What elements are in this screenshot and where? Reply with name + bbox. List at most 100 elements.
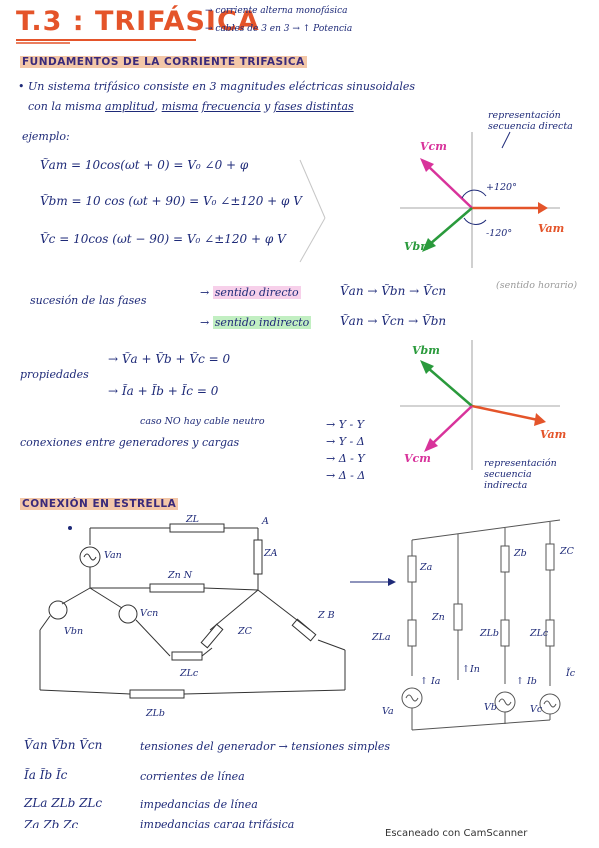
label-vam: Vam <box>538 222 565 235</box>
highlight-sentido-indirecto: sentido indirecto <box>212 316 312 329</box>
source-vbn <box>48 600 68 620</box>
connection-type: → Y - Δ <box>326 435 365 448</box>
rc-label-in: ↑In <box>462 664 480 675</box>
rc-label-zb: Zb <box>514 548 527 559</box>
def-text-2: corrientes de línea <box>140 770 245 783</box>
rc-label-ia: ↑ Ia <box>420 676 441 687</box>
wire-load-b <box>257 589 311 631</box>
label-vcm-2: Vcm <box>404 452 431 465</box>
sequence-indirecto: Ṽan → Ṽcn → Ṽbn <box>340 314 447 328</box>
source-vcn <box>118 604 138 624</box>
phasor-bm-line-2 <box>427 367 473 407</box>
resistor-zb <box>291 618 317 642</box>
phasor-am-line-2 <box>471 404 539 422</box>
equation-vc: Ṽc = 10cos (ωt − 90) = V₀ ∠±120 + φ V <box>40 232 286 246</box>
equation-sum-v-text: Ṽa + Ṽb + Ṽc = 0 <box>121 352 231 366</box>
label-propiedades: propiedades <box>20 368 89 381</box>
rc-label-vc: Vc <box>530 704 543 715</box>
phasor-bn-arrowhead <box>422 238 436 252</box>
rc-label-zlc: ZLc <box>530 628 549 639</box>
def-symbols-2: Ĩa Ĩb Ĩc <box>24 768 68 782</box>
phasor-am-arrowhead-2 <box>534 413 546 426</box>
rc-resistor-zla <box>407 619 417 647</box>
text-misma: misma <box>161 100 199 113</box>
label-vcm: Vcm <box>420 140 447 153</box>
label-node-a: A <box>262 516 269 527</box>
scanner-watermark: Escaneado con CamScanner <box>385 828 528 839</box>
transform-arrow-head <box>388 578 396 586</box>
note-rep-directa: representación secuencia directa <box>488 110 573 132</box>
connection-types: → Y - Y → Y - Δ → Δ - Y → Δ - Δ <box>326 416 365 484</box>
rc-label-zla: ZLa <box>372 632 391 643</box>
wire-vbn <box>61 587 91 605</box>
label-zb: Z B <box>318 610 335 621</box>
sentido-indirecto-row: → sentido indirecto <box>200 316 312 329</box>
def-symbols-4: Za Zb Zc <box>24 818 79 828</box>
phasor-cm-arrowhead <box>420 158 434 172</box>
sketch-line-1 <box>299 159 326 219</box>
rc-label-zlb: ZLb <box>480 628 499 639</box>
phasor-bm-arrowhead-2 <box>420 360 434 374</box>
resistor-zc <box>200 623 224 649</box>
equation-sum-i-text: Ĩa + Ĩb + Ĩc = 0 <box>121 384 219 398</box>
sequence-directo: Ṽan → Ṽbn → Ṽcn <box>340 284 447 298</box>
rc-label-va: Va <box>382 706 394 717</box>
text-fases: fases distintas <box>273 100 354 113</box>
label-zlc: ZLc <box>180 668 199 679</box>
def-text-4: impedancias carga trifásica <box>140 818 295 828</box>
text-y: y <box>264 100 271 113</box>
footer-band <box>0 828 599 848</box>
label-za: ZA <box>264 548 278 559</box>
rc-label-zc: ZC <box>560 546 574 557</box>
rc-resistor-zc <box>545 543 555 571</box>
label-vbm-2: Vbm <box>412 344 440 357</box>
phasor-cm-arrowhead-2 <box>424 438 438 452</box>
rc-resistor-za <box>407 555 417 583</box>
rc-bottom-wire <box>411 719 551 731</box>
wire-c-to-load <box>201 647 213 657</box>
label-vbn: Vbn <box>404 240 429 253</box>
note-arrow <box>501 131 511 149</box>
wire-b-line-3 <box>39 689 131 695</box>
rc-resistor-zb <box>500 545 510 573</box>
phasor-cm-line-2 <box>431 405 473 445</box>
label-zl: ZL <box>186 514 199 525</box>
wire-b-out <box>317 639 346 651</box>
rc-source-b-wave <box>498 698 512 706</box>
label-sucesion: sucesión de las fases <box>30 294 147 307</box>
label-zn: Zn N <box>168 570 193 581</box>
label-angle-pos: +120° <box>486 182 517 193</box>
label-conexiones: conexiones entre generadores y cargas <box>20 436 240 449</box>
label-zlb: ZLb <box>146 708 165 719</box>
phasor-am-arrowhead <box>538 202 548 214</box>
equation-vam: Ṽam = 10cos(ωt + 0) = V₀ ∠0 + φ <box>40 158 249 172</box>
label-ejemplo: ejemplo: <box>22 130 70 143</box>
wire-load-c <box>209 589 259 631</box>
label-vcn-circuit: Vcn <box>140 608 159 619</box>
label-vam-2: Vam <box>540 428 567 441</box>
definition-line-1: • Un sistema trifásico consiste en 3 mag… <box>18 80 415 93</box>
equation-vbm: Ṽbm = 10 cos (ωt + 90) = V₀ ∠±120 + φ V <box>40 194 302 208</box>
wire-neutral-right <box>203 587 259 591</box>
label-zc: ZC <box>238 626 252 637</box>
source-van-wave <box>83 553 97 561</box>
header-note-2: → cables de 3 en 3 → ↑ Potencia <box>205 24 353 34</box>
phasor-cm-line <box>427 165 473 209</box>
def-text-1: tensiones del generador → tensiones simp… <box>140 740 391 753</box>
rc-label-za: Za <box>420 562 433 573</box>
definition-line-2: con la misma amplitud, misma frecuencia … <box>28 100 354 113</box>
wire-vcn <box>89 587 123 609</box>
equation-sum-i: → Ĩa + Ĩb + Ĩc = 0 <box>108 384 219 398</box>
angle-arc-top <box>461 189 487 199</box>
terminal-dot <box>68 526 72 530</box>
highlight-sentido-directo: sentido directo <box>212 286 301 299</box>
section-heading-estrella: CONEXIÓN EN ESTRELLA <box>20 498 179 510</box>
rc-label-ib: ↑ Ib <box>516 676 537 687</box>
text-amplitud: amplitud <box>105 100 155 113</box>
section-heading-fundamentos: FUNDAMENTOS DE LA CORRIENTE TRIFASICA <box>20 56 307 68</box>
page-title: T.3 : TRIFÁSICA <box>16 6 260 37</box>
